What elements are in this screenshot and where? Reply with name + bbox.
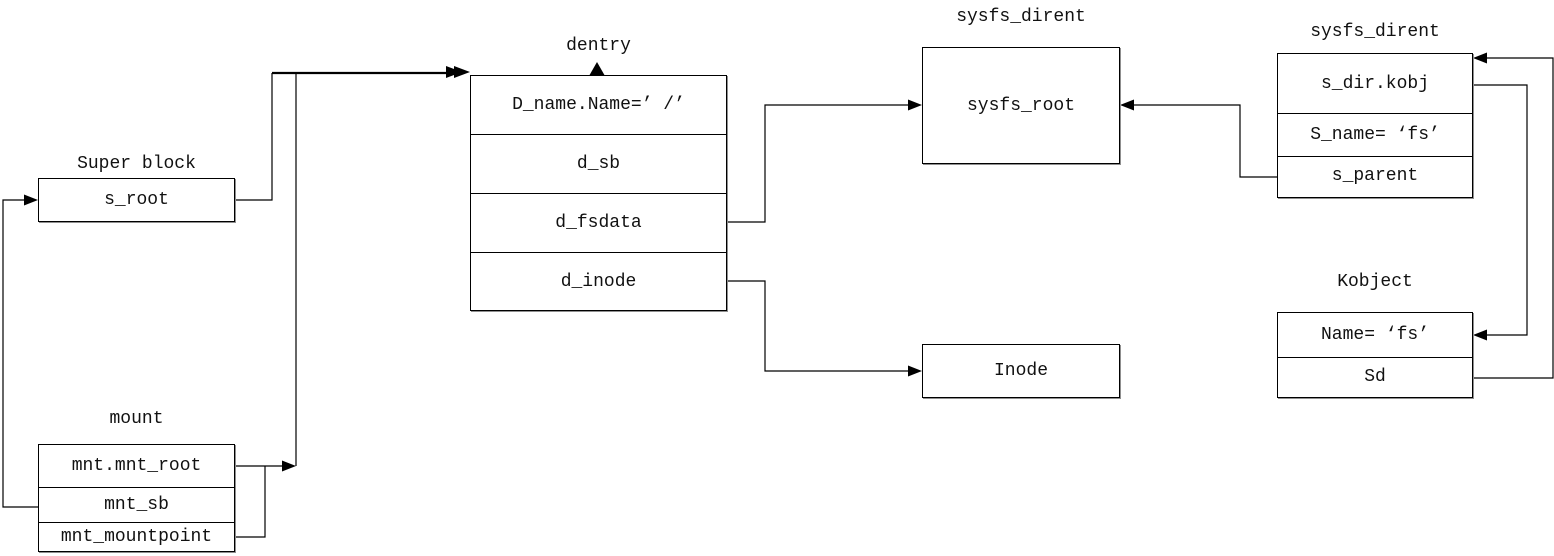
- field-d-sb: d_sb: [471, 134, 726, 193]
- field-kobject-name: Name= ‘fs’: [1320, 325, 1430, 345]
- field-mnt-sb: mnt_sb: [39, 487, 234, 522]
- sysfs-dirent-fs-box: s_dir.kobj S_name= ‘fs’ s_parent: [1277, 53, 1473, 198]
- edge-s-parent-to-sysfs-root: [1120, 99, 1277, 178]
- field-s-dir-kobj: s_dir.kobj: [1320, 73, 1430, 94]
- mount-title: mount: [109, 409, 164, 429]
- kobject-box: Name= ‘fs’ Sd: [1277, 312, 1473, 398]
- sysfs-dirent-fs-title: sysfs_dirent: [1310, 22, 1440, 42]
- edge-mount-to-dentry-riser: [235, 73, 297, 538]
- edge-sd-to-sysfs-dirent: [1473, 52, 1554, 379]
- sysfs-dirent-root-title: sysfs_dirent: [956, 7, 1086, 27]
- super-block-title: Super block: [77, 154, 196, 174]
- field-s-name: S_name= ‘fs’: [1278, 113, 1472, 156]
- field-s-parent: s_parent: [1278, 156, 1472, 195]
- field-d-inode: d_inode: [471, 252, 726, 310]
- edge-d-fsdata-to-sysfs-root: [727, 99, 922, 223]
- field-sysfs-root: sysfs_root: [966, 95, 1076, 116]
- dentry-title: dentry: [566, 36, 631, 56]
- mount-box: mnt.mnt_root mnt_sb mnt_mountpoint: [38, 444, 235, 552]
- edge-s-dir-kobj-to-kobject: [1473, 84, 1528, 341]
- field-mnt-mnt-root: mnt.mnt_root: [71, 456, 202, 476]
- edge-d-inode-to-inode: [727, 280, 922, 377]
- field-mnt-mountpoint: mnt_mountpoint: [39, 522, 234, 551]
- dentry-box: D_name.Name=’ /’ d_sb d_fsdata d_inode: [470, 75, 727, 311]
- sysfs-root-box: sysfs_root: [922, 47, 1120, 164]
- field-d-fsdata: d_fsdata: [471, 193, 726, 252]
- field-d-name: D_name.Name=’ /’: [512, 95, 685, 115]
- field-inode: Inode: [993, 361, 1048, 381]
- field-s-root: s_root: [104, 190, 169, 210]
- dentry-top-arrow-icon: [589, 62, 605, 76]
- field-kobject-sd: Sd: [1278, 357, 1472, 395]
- inode-box: Inode: [922, 344, 1120, 398]
- kobject-title: Kobject: [1337, 272, 1413, 292]
- edge-mnt-sb-to-s-root: [2, 194, 38, 508]
- edge-s-root-to-dentry: [235, 66, 470, 201]
- super-block-box: s_root: [38, 178, 235, 222]
